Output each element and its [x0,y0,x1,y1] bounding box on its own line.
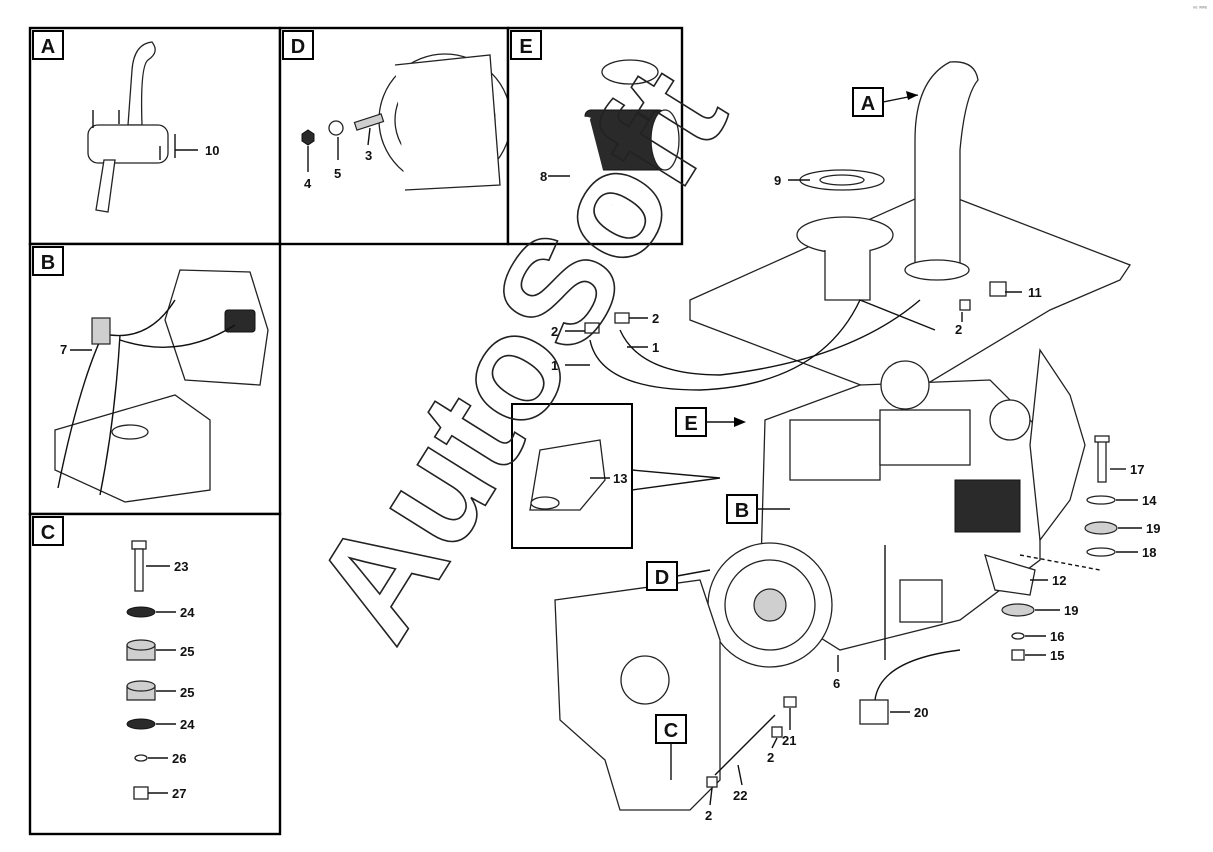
callout-19-right: 19 [1146,521,1160,536]
section-tag-a: A [852,87,919,117]
panel-letter-c: C [41,522,55,544]
callout-23: 23 [174,559,188,574]
callout-27: 27 [172,786,186,801]
corner-mark: ⁿᵉ ʷʷᵉ [1193,5,1208,12]
callout-16: 16 [1050,629,1064,644]
callout-2-upper: 2 [652,311,659,326]
callout-15: 15 [1050,648,1064,663]
callout-14: 14 [1142,493,1157,508]
callout-13: 13 [613,471,627,486]
callout-5: 5 [334,166,341,181]
callout-10: 10 [205,143,219,158]
callout-25-top: 25 [180,644,194,659]
svg-text:C: C [664,720,678,742]
main-callouts: 9 11 2 2 2 1 1 17 14 19 18 12 19 16 15 6 [551,173,1160,823]
callout-24-bottom: 24 [180,717,195,732]
callout-19-lower: 19 [1064,603,1078,618]
callout-1-right: 1 [652,340,659,355]
callout-7: 7 [60,342,67,357]
svg-text:A: A [861,93,875,115]
callout-12: 12 [1052,573,1066,588]
callout-2-left: 2 [551,324,558,339]
callout-2-bottom: 2 [705,808,712,823]
svg-text:D: D [655,567,669,589]
callout-25-bottom: 25 [180,685,194,700]
inset-panel-b: B 7 [28,242,282,516]
callout-1-left: 1 [551,358,558,373]
panel-letter-b: B [41,252,55,274]
section-tag-d: D [646,561,711,591]
callout-6: 6 [833,676,840,691]
mount-bracket-detail: 13 [511,403,721,549]
callout-21: 21 [782,733,796,748]
section-tag-e: E [675,407,746,437]
section-tag-c: C [655,714,687,780]
callout-20: 20 [914,705,928,720]
callout-8: 8 [540,169,547,184]
callout-9: 9 [774,173,781,188]
inset-panel-c: C 23 24 25 25 24 26 27 [28,512,282,836]
svg-text:B: B [735,500,749,522]
callout-17: 17 [1130,462,1144,477]
callout-2-right: 2 [955,322,962,337]
inset-panel-d: D 4 5 3 [278,26,512,246]
engine-assembly-view [554,61,1131,811]
inset-panel-e: E 8 [506,26,684,246]
callout-11: 11 [1028,285,1042,300]
callout-22: 22 [733,788,747,803]
section-tag-b: B [726,494,790,524]
callout-3: 3 [365,148,372,163]
callout-2-lower: 2 [767,750,774,765]
callout-18: 18 [1142,545,1156,560]
panel-letter-e: E [519,36,532,58]
callout-26: 26 [172,751,186,766]
panel-letter-d: D [291,36,305,58]
callout-24-top: 24 [180,605,195,620]
callout-4: 4 [304,176,312,191]
svg-text:E: E [684,413,697,435]
panel-letter-a: A [41,36,55,58]
inset-panel-a: A 10 [28,26,282,246]
